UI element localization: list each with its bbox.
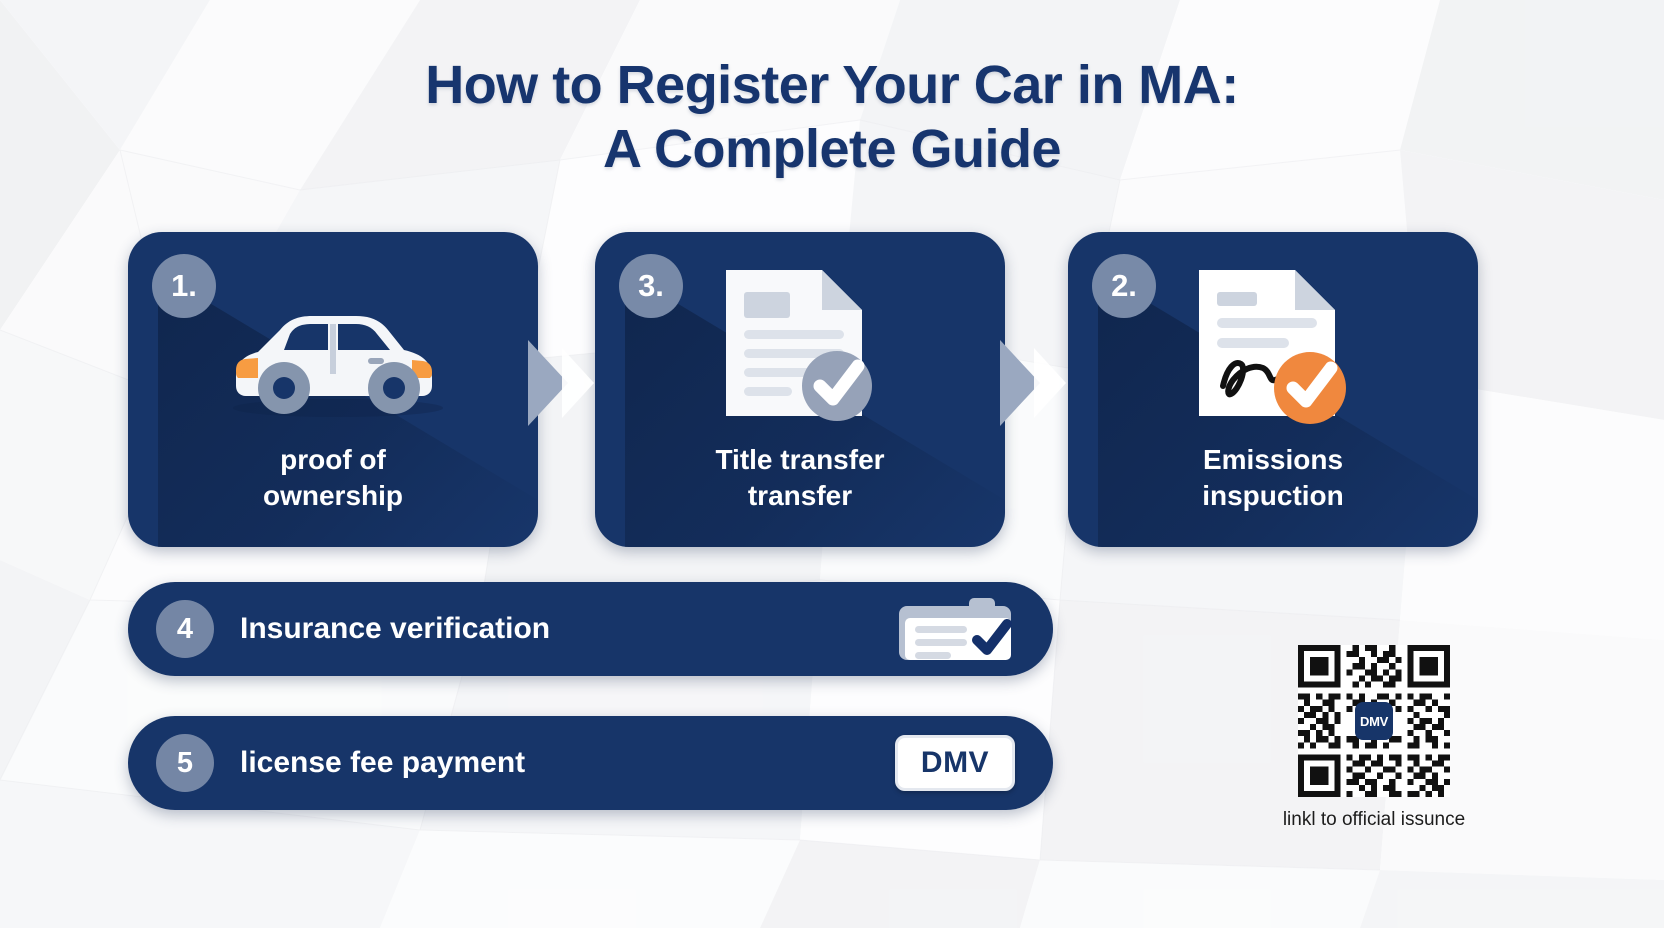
step-number-badge-2: 3. — [619, 254, 683, 318]
card-label-3-line2: inspuction — [1202, 479, 1344, 511]
card-label-2-line2: transfer — [747, 479, 853, 511]
step-bar-label-4: Insurance verification — [240, 612, 551, 645]
step-number-badge-4: 4 — [156, 600, 214, 658]
title-line-2: A Complete Guide — [602, 118, 1062, 179]
step-bar-5[interactable]: 5 license fee payment DMV — [128, 716, 1053, 810]
step-card-3[interactable]: 2. Emissions inspuction — [1068, 232, 1478, 547]
step-bar-label-5: license fee payment — [240, 746, 526, 779]
chevron-arrow-2-icon — [1000, 340, 1066, 426]
card-label-3-line1: Emissions — [1202, 444, 1344, 476]
document-check-icon — [726, 269, 872, 421]
step-card-1[interactable]: 1. proof of o — [128, 232, 538, 547]
car-icon — [233, 316, 443, 417]
step-number-badge-1: 1. — [152, 254, 216, 318]
step-bar-4[interactable]: 4 Insurance verification — [128, 582, 1053, 676]
step-number-badge-3: 2. — [1092, 254, 1156, 318]
title-line-1: How to Register Your Car in MA: — [425, 55, 1239, 115]
card-icon-2 — [595, 256, 1005, 436]
card-label-1: proof of ownership — [146, 442, 520, 513]
card-label-2: Title transfer transfer — [613, 442, 987, 513]
step-card-2[interactable]: 3. Title transfer transfer — [595, 232, 1005, 547]
chevron-arrow-1-icon — [528, 340, 594, 426]
card-label-3: Emissions inspuction — [1086, 442, 1460, 513]
qr-center-logo: DMV — [1355, 702, 1393, 740]
qr-code-block[interactable]: DMV linkl to official issunce — [1283, 645, 1465, 831]
card-label-2-line1: Title transfer — [715, 444, 885, 476]
page-title: How to Register Your Car in MA: A Comple… — [0, 54, 1664, 181]
step-number-badge-5: 5 — [156, 734, 214, 792]
signed-document-check-icon — [1199, 269, 1346, 424]
dmv-plate-icon: DMV — [895, 735, 1015, 791]
card-icon-3 — [1068, 256, 1478, 436]
card-label-1-line2: ownership — [262, 479, 403, 511]
bar-icon-4 — [895, 598, 1015, 660]
bar-icon-5: DMV — [895, 735, 1015, 791]
card-label-1-line1: proof of — [280, 444, 386, 476]
clipboard-check-icon — [899, 598, 1012, 660]
card-icon-1 — [128, 266, 538, 446]
qr-caption: linkl to official issunce — [1282, 809, 1466, 830]
qr-code[interactable]: DMV — [1298, 645, 1450, 797]
steps-card-row: 1. proof of o — [0, 232, 1664, 547]
